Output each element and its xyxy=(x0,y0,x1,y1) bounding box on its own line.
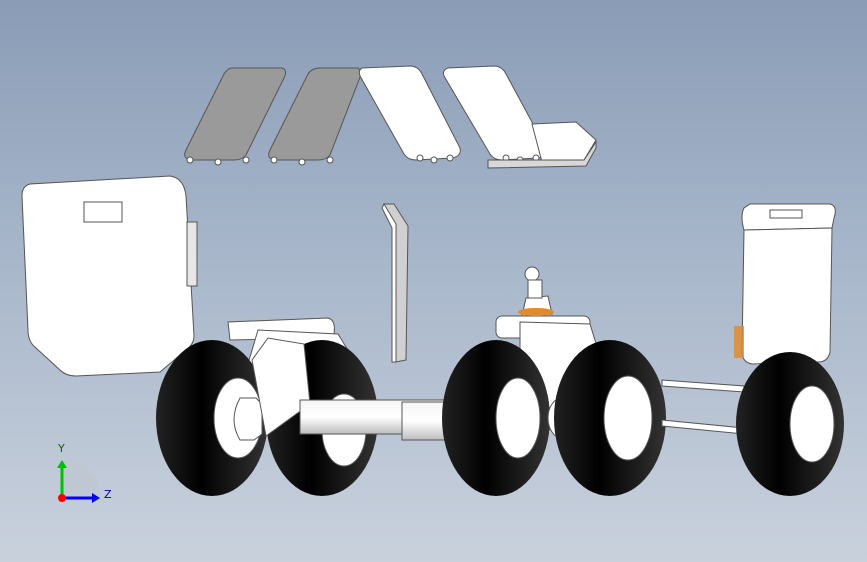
x-axis-dot-icon xyxy=(58,494,66,502)
fender-panel-3[interactable] xyxy=(358,65,461,164)
z-axis-arrow-icon xyxy=(92,493,100,503)
right-wheel[interactable] xyxy=(736,352,844,496)
rear-wheels[interactable] xyxy=(442,340,666,496)
axle[interactable] xyxy=(299,399,451,441)
triad-graphic xyxy=(57,460,100,503)
knuckle-hub[interactable] xyxy=(233,337,311,441)
fender-panel-1[interactable] xyxy=(184,67,287,166)
door-handle-slot xyxy=(83,201,123,223)
door-panel-left[interactable] xyxy=(21,175,198,377)
door-panel-right[interactable] xyxy=(734,203,836,365)
y-axis-arrow-icon xyxy=(57,460,67,468)
y-axis-label: Y xyxy=(58,442,65,455)
tie-rods[interactable] xyxy=(661,379,745,435)
door-hinge xyxy=(186,221,198,287)
vertical-bracket[interactable] xyxy=(381,202,409,363)
fender-panel-2[interactable] xyxy=(268,67,363,166)
coordinate-triad: Y Z xyxy=(48,440,118,510)
fender-bracket[interactable] xyxy=(487,121,597,169)
z-axis-label: Z xyxy=(104,488,112,501)
